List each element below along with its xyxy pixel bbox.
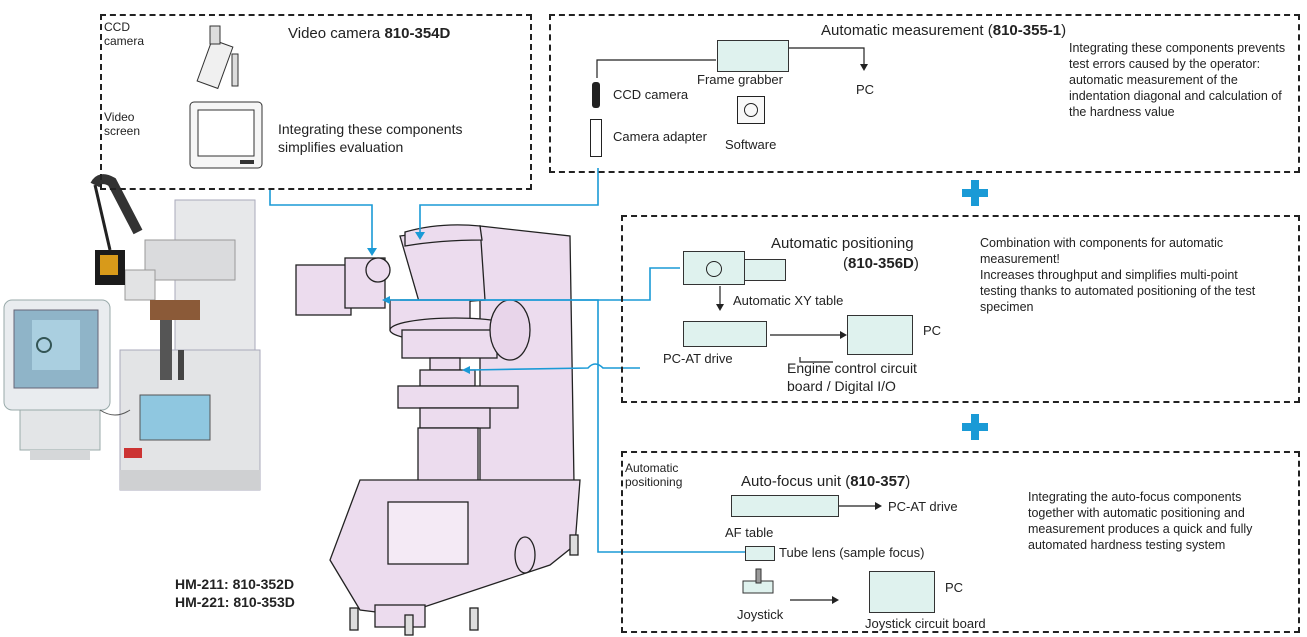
plus-icon-2	[962, 414, 988, 440]
xy-table-icon	[683, 251, 745, 285]
xy-motor-icon	[744, 259, 786, 281]
joystick-icon	[741, 567, 777, 597]
pc-at-drive-label: PC-AT drive	[888, 499, 958, 515]
auto-focus-box: Automatic positioning Auto-focus unit (8…	[621, 451, 1300, 633]
engine-board-label: Engine control circuit board / Digital I…	[787, 359, 937, 395]
auto-positioning-title: Automatic positioning	[771, 235, 914, 253]
frame-grabber-box	[717, 40, 789, 72]
pc-box	[847, 315, 913, 355]
auto-measurement-box: Automatic measurement (810-355-1) Frame …	[549, 14, 1300, 173]
machine-drawing	[296, 225, 580, 635]
pc-at-drive-label: PC-AT drive	[663, 351, 733, 367]
video-camera-code: 810-354D	[384, 25, 450, 42]
auto-measurement-description: Integrating these components prevents te…	[1069, 40, 1289, 120]
video-screen-label: Video screen	[104, 110, 140, 138]
auto-focus-title-suffix: )	[905, 473, 910, 490]
auto-focus-code: 810-357	[850, 473, 905, 490]
auto-focus-title: Auto-focus unit (810-357)	[741, 473, 910, 491]
video-camera-description: Integrating these components simplifies …	[278, 120, 488, 156]
auto-measurement-title-suffix: )	[1061, 22, 1066, 39]
auto-measurement-code: 810-355-1	[993, 22, 1061, 39]
software-icon	[737, 96, 765, 124]
plus-icon-1	[962, 180, 988, 206]
af-table-label: AF table	[725, 525, 773, 541]
pc-label: PC	[945, 580, 963, 596]
video-camera-box: CCD camera Video screen Video camera 810…	[100, 14, 532, 190]
camera-adapter-label: Camera adapter	[613, 129, 707, 145]
af-table-icon	[731, 495, 839, 517]
joystick-board-label: Joystick circuit board	[865, 616, 986, 632]
auto-positioning-box: Automatic positioning (810-356D) Automat…	[621, 215, 1300, 403]
auto-positioning-code-number: 810-356D	[848, 255, 914, 272]
camera-adapter-icon	[590, 119, 602, 157]
model-hm211: HM-211: 810-352D	[175, 576, 294, 592]
pc-at-drive-box	[683, 321, 767, 347]
xy-table-label: Automatic XY table	[733, 293, 843, 309]
video-camera-title: Video camera 810-354D	[288, 25, 450, 43]
tube-lens-box	[745, 546, 775, 561]
auto-focus-side-label: Automatic positioning	[625, 461, 695, 489]
pc-box	[869, 571, 935, 613]
auto-measurement-title: Automatic measurement (810-355-1)	[821, 22, 1066, 40]
ccd-camera-icon	[190, 20, 270, 100]
disc-icon	[744, 103, 758, 117]
auto-measurement-title-text: Automatic measurement (	[821, 22, 993, 39]
ccd-camera-label: CCD camera	[613, 87, 688, 103]
auto-positioning-code: (810-356D)	[843, 255, 919, 273]
ccd-camera-icon	[592, 82, 600, 108]
model-hm221: HM-221: 810-353D	[175, 594, 295, 610]
pc-label: PC	[856, 82, 874, 98]
video-screen-icon	[188, 100, 268, 175]
software-label: Software	[725, 137, 776, 153]
auto-focus-description: Integrating the auto-focus components to…	[1028, 489, 1268, 553]
auto-focus-title-text: Auto-focus unit (	[741, 473, 850, 490]
pc-label: PC	[923, 323, 941, 339]
auto-positioning-description: Combination with components for automati…	[980, 235, 1270, 315]
code-close: )	[914, 255, 919, 272]
frame-grabber-label: Frame grabber	[697, 72, 783, 88]
video-camera-title-text: Video camera	[288, 25, 384, 42]
xy-crosshair	[706, 261, 722, 277]
ccd-camera-label: CCD camera	[104, 20, 144, 48]
tube-lens-label: Tube lens (sample focus)	[779, 545, 924, 561]
joystick-label: Joystick	[737, 607, 783, 623]
